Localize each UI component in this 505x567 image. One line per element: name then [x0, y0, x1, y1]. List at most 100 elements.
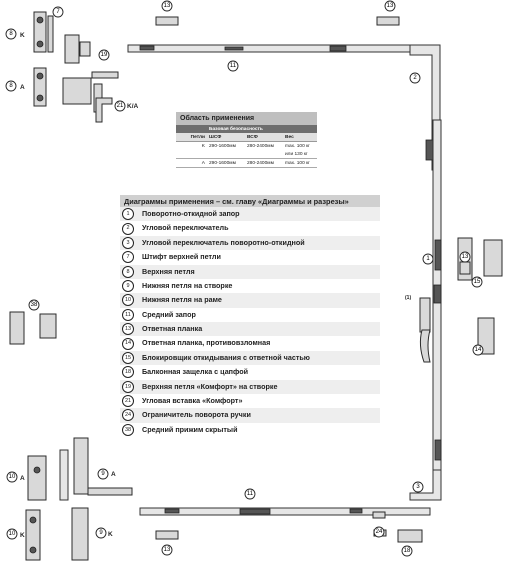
callout-24: 24	[373, 526, 385, 538]
bottom-hinge-sash-k	[71, 507, 89, 561]
corner-insert	[95, 97, 113, 123]
legend-number: 1	[122, 208, 134, 221]
row-a-shf: 290-1600мм	[208, 159, 246, 168]
legend-number: 24	[122, 409, 134, 422]
legend-text: Угловой переключатель	[142, 223, 229, 233]
legend-text: Угловая вставка «Комфорт»	[142, 395, 243, 405]
callout-13-top-2: 13	[384, 0, 396, 12]
svg-text:9: 9	[99, 530, 103, 536]
legend-text: Поворотно-откидной запор	[142, 209, 240, 219]
legend-text: Штифт верхней петли	[142, 252, 221, 262]
callout-1: 1	[422, 253, 434, 265]
table-title: Область применения	[176, 112, 317, 125]
handle	[419, 297, 431, 363]
legend: Диаграммы применения – см. главу «Диагра…	[120, 195, 380, 437]
callout-18: 18	[401, 545, 413, 557]
legend-number: 18	[122, 366, 134, 379]
legend-text: Угловой переключатель поворотно-откидной	[142, 237, 305, 247]
legend-item: 1 Поворотно-откидной запор	[120, 207, 380, 222]
svg-text:7: 7	[56, 9, 60, 15]
svg-text:13: 13	[387, 3, 394, 9]
legend-text: Балконная защелка с цапфой	[142, 367, 249, 377]
callout-19: 19	[98, 49, 110, 61]
callout-10-k: 10	[6, 528, 18, 540]
svg-text:2: 2	[413, 75, 417, 81]
svg-text:10: 10	[9, 531, 16, 537]
legend-number: 38	[122, 423, 134, 436]
col-hinges: Петли	[176, 133, 208, 142]
label-a-1: A	[20, 84, 25, 91]
bottom-hinge-frame-a	[27, 455, 47, 501]
row-k-shf: 290-1600мм	[209, 143, 236, 149]
callout-3: 3	[412, 481, 424, 493]
label-k-2: K	[20, 532, 25, 539]
note-1: (1)	[405, 295, 411, 301]
table-subheader: Базовая безопасность	[208, 125, 317, 133]
callout-7: 7	[52, 6, 64, 18]
svg-text:21: 21	[117, 103, 124, 109]
table-header-empty	[176, 125, 208, 133]
legend-item: 21 Угловая вставка «Комфорт»	[120, 394, 380, 408]
callout-8-k: 8	[5, 28, 17, 40]
legend-number: 21	[122, 395, 134, 408]
legend-item: 38 Средний прижим скрытый	[120, 423, 380, 437]
strike-plate-top-1	[155, 16, 179, 26]
legend-text: Блокировщик откидывания с ответной часть…	[142, 352, 310, 362]
legend-text: Ответная планка	[142, 324, 203, 334]
svg-text:13: 13	[462, 254, 469, 260]
bottom-rail	[139, 507, 431, 516]
legend-number: 19	[122, 380, 134, 393]
row-a-type: A	[176, 159, 208, 168]
label-a-3: A	[111, 471, 116, 478]
right-vertical-rail	[432, 119, 442, 481]
top-hinge-a	[33, 67, 47, 107]
col-vsf: ВСФ	[246, 133, 284, 142]
callout-11-bottom: 11	[244, 488, 256, 500]
label-k-1: K	[20, 32, 25, 39]
row-a-vsf: 280-2400мм	[246, 159, 284, 168]
svg-text:11: 11	[247, 491, 254, 497]
legend-number: 8	[122, 265, 134, 278]
legend-number: 7	[122, 251, 134, 264]
svg-text:11: 11	[230, 63, 237, 69]
row-k-vsf: 280-2400мм	[247, 143, 274, 149]
svg-text:13: 13	[164, 3, 171, 9]
callout-8-a: 8	[5, 80, 17, 92]
legend-item: 18 Балконная защелка с цапфой	[120, 365, 380, 379]
svg-text:8: 8	[9, 31, 13, 37]
application-table: Область применения Базовая безопасность …	[176, 112, 317, 168]
callout-9-k: 9	[95, 527, 107, 539]
strike-plate-right	[459, 261, 471, 275]
row-k-weight: max. 100 кг	[285, 143, 310, 149]
callout-13-top-1: 13	[161, 0, 173, 12]
svg-text:1: 1	[426, 256, 430, 262]
svg-text:8: 8	[9, 83, 13, 89]
legend-number: 11	[122, 308, 134, 321]
callout-15: 15	[471, 276, 483, 288]
legend-item: 3 Угловой переключатель поворотно-откидно…	[120, 235, 380, 251]
bottom-hinge-sash-a	[73, 437, 133, 496]
strike-plate-bottom-1	[155, 530, 179, 540]
legend-number: 10	[122, 294, 134, 307]
top-hinge-pin	[64, 34, 91, 64]
strike-plate-top-2	[376, 16, 400, 26]
hidden-middle-press	[9, 311, 57, 345]
legend-text: Нижняя петля на створке	[142, 280, 233, 290]
legend-text: Средний прижим скрытый	[142, 424, 238, 434]
svg-text:10: 10	[9, 474, 16, 480]
svg-text:18: 18	[404, 548, 411, 554]
legend-text: Верхняя петля «Комфорт» на створке	[142, 381, 278, 391]
svg-text:15: 15	[474, 279, 481, 285]
legend-item: 19 Верхняя петля «Комфорт» на створке	[120, 379, 380, 394]
balcony-latch	[397, 529, 423, 543]
col-weight: Вес	[284, 133, 317, 142]
label-a-2: A	[20, 475, 25, 482]
comfort-hinge	[62, 71, 119, 113]
legend-number: 3	[122, 236, 134, 249]
bottom-hinge-frame-k	[25, 509, 41, 561]
svg-text:14: 14	[475, 347, 482, 353]
callout-38: 38	[28, 299, 40, 311]
